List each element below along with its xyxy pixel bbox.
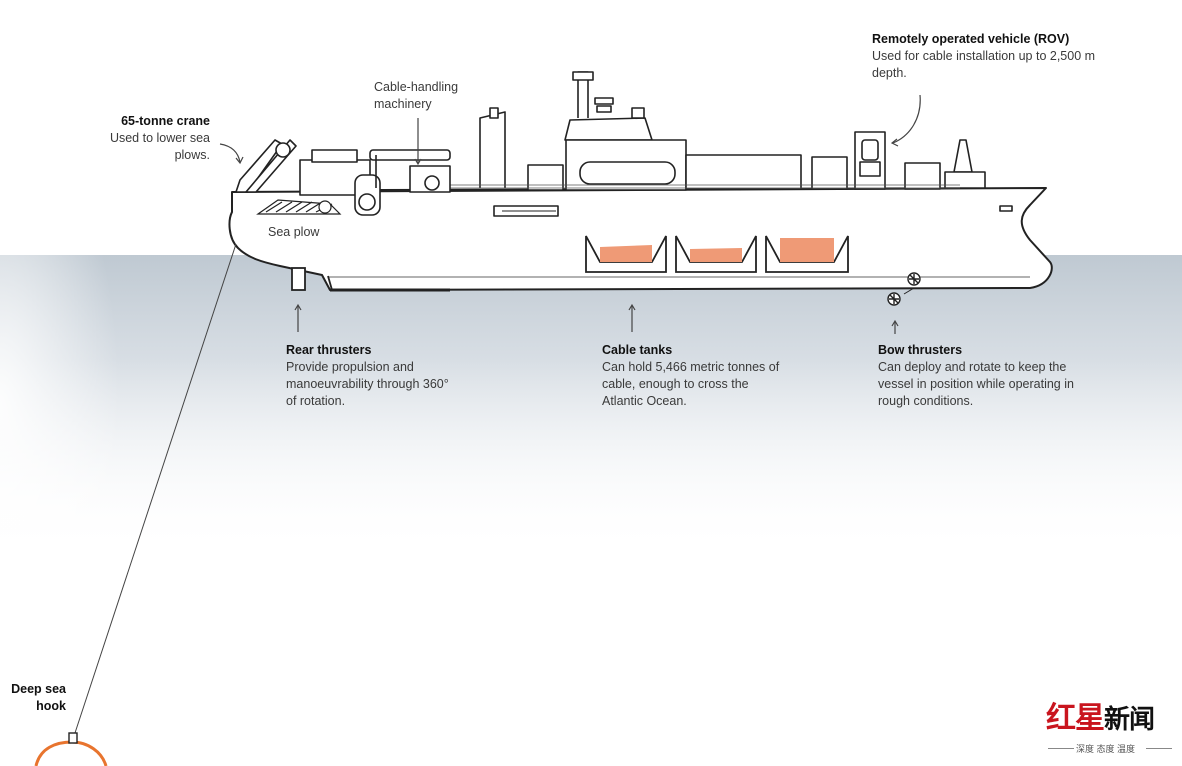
- cable-tank-2: [675, 235, 757, 273]
- tagline-rule-right: [1146, 748, 1172, 749]
- rov-desc-line-2: depth.: [872, 66, 907, 80]
- bow-thrusters-label: Bow thrusters Can deploy and rotate to k…: [878, 342, 1118, 410]
- cable-machinery-line-2: machinery: [374, 97, 432, 111]
- crane-title: 65-tonne crane: [121, 114, 210, 128]
- sea-plow-text: Sea plow: [268, 225, 320, 239]
- cable-tanks: [585, 235, 849, 273]
- crane-arrow: [219, 143, 244, 165]
- crane-desc-line-1: Used to lower sea: [109, 131, 210, 145]
- bow-thrusters-desc-line-3: rough conditions.: [878, 394, 974, 408]
- crane-desc-line-2: plows.: [174, 148, 210, 162]
- brand-logo-text: 红星新闻: [1046, 700, 1155, 739]
- hook-title-line-2: hook: [36, 699, 66, 713]
- cable-machinery-line-1: Cable-handling: [374, 80, 459, 94]
- deep-sea-hook-illustration: [34, 732, 108, 766]
- brand-watermark: 红星新闻 深度 态度 温度: [1046, 700, 1174, 758]
- rear-thrusters-label: Rear thrusters Provide propulsion and ma…: [286, 342, 506, 410]
- brand-tagline: 深度 态度 温度: [1076, 744, 1136, 754]
- bow-thrusters-arrow: [891, 319, 899, 334]
- bow-thrusters-illustration: [887, 272, 921, 306]
- sea-plow-label: Sea plow: [268, 224, 348, 241]
- sea-water: [0, 255, 1182, 555]
- bow-thrusters-desc-line-2: vessel in position while operating in: [878, 377, 1074, 391]
- deep-sea-hook-label: Deep sea hook: [0, 681, 66, 715]
- deck-railing: [450, 184, 960, 189]
- cable-machinery-label: Cable-handling machinery: [374, 79, 504, 113]
- ship-superstructure: [299, 71, 1013, 217]
- sea-plow-illustration: [256, 199, 342, 215]
- cable-tank-3: [765, 235, 849, 273]
- rov-desc-line-1: Used for cable installation up to 2,500 …: [872, 49, 1096, 63]
- cable-tanks-arrow: [628, 303, 636, 332]
- crane-label: 65-tonne crane Used to lower sea plows.: [60, 113, 210, 164]
- rear-thrusters-title: Rear thrusters: [286, 343, 372, 357]
- rear-thrusters-arrow: [294, 303, 302, 332]
- brand-red-text: 红星: [1046, 701, 1105, 736]
- rear-thrusters-desc-line-3: of rotation.: [286, 394, 346, 408]
- bow-thrusters-title: Bow thrusters: [878, 343, 963, 357]
- cable-tanks-title: Cable tanks: [602, 343, 673, 357]
- cable-machinery-arrow: [414, 118, 422, 166]
- cable-tanks-desc-line-2: cable, enough to cross the: [602, 377, 749, 391]
- stern-crane-machinery: [235, 139, 451, 216]
- pointer-arrows: [219, 94, 921, 334]
- ship-hull: [228, 187, 1053, 292]
- rov-title: Remotely operated vehicle (ROV): [872, 32, 1070, 46]
- cable-tanks-desc-line-3: Atlantic Ocean.: [602, 394, 687, 408]
- rear-thrusters-desc-line-1: Provide propulsion and: [286, 360, 414, 374]
- cable-tank-1: [585, 235, 667, 273]
- cable-tanks-desc-line-1: Can hold 5,466 metric tonnes of: [602, 360, 780, 374]
- rov-label: Remotely operated vehicle (ROV) Used for…: [872, 31, 1162, 82]
- hook-title-line-1: Deep sea: [11, 682, 66, 696]
- rov-arrow: [890, 94, 921, 147]
- brand-black-text: 新闻: [1104, 705, 1155, 735]
- bow-thrusters-desc-line-1: Can deploy and rotate to keep the: [878, 360, 1067, 374]
- rear-thrusters-desc-line-2: manoeuvrability through 360°: [286, 377, 449, 391]
- hook-cable-line: [73, 243, 237, 737]
- cable-tanks-label: Cable tanks Can hold 5,466 metric tonnes…: [602, 342, 832, 410]
- tagline-rule-left: [1048, 748, 1074, 749]
- rear-thruster: [291, 267, 333, 291]
